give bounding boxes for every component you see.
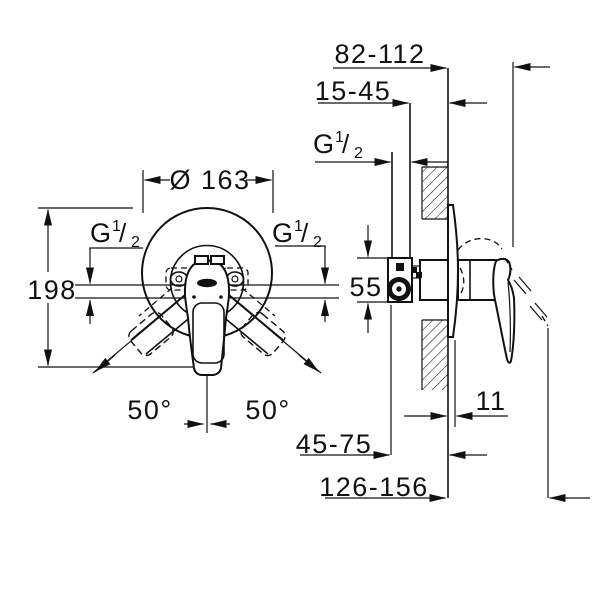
front-view-dimensions: Ø 163 198 G 1 / 2 G 1 / 2 (27, 165, 330, 429)
lever-grip-inner-outline (192, 302, 225, 364)
svg-text:G: G (90, 218, 111, 248)
front-view (75, 207, 339, 433)
svg-text:/: / (301, 218, 309, 248)
overall-depth-label: 126-156 (319, 472, 429, 502)
svg-text:1: 1 (294, 218, 303, 235)
rough-in-depth-label: 15-45 (315, 76, 392, 106)
install-depth-label: 82-112 (334, 39, 425, 69)
body-height-label: 55 (349, 272, 382, 302)
wall-section-lower (421, 319, 448, 390)
valve-body-port (396, 263, 404, 271)
svg-text:G: G (272, 218, 293, 248)
svg-text:/: / (119, 218, 127, 248)
diameter-label: Ø 163 (169, 165, 250, 195)
svg-text:/: / (342, 129, 350, 159)
escutcheon-depth-label: 11 (475, 386, 506, 416)
lever-mouth (197, 278, 217, 288)
lever-dot-left (192, 295, 196, 299)
svg-text:2: 2 (354, 145, 363, 162)
lever-dot-right (219, 295, 223, 299)
svg-text:1: 1 (112, 218, 121, 235)
side-view (387, 68, 549, 498)
thread-label-front-left: G 1 / 2 (85, 218, 143, 324)
angle-right-label: 50° (245, 395, 290, 425)
svg-text:2: 2 (313, 234, 322, 251)
thread-label-front-right: G 1 / 2 (272, 218, 330, 322)
lever-handle-front (183, 259, 231, 376)
side-view-dimensions: 82-112 15-45 G 1 / 2 55 11 45-75 126-156 (296, 39, 590, 503)
svg-text:2: 2 (131, 234, 140, 251)
lever-raised-dashed (457, 237, 549, 327)
stop-screw-center (396, 286, 402, 292)
height-label: 198 (27, 275, 77, 305)
wall-section-upper (421, 166, 448, 220)
seal-lower (416, 272, 422, 278)
seal-upper (412, 267, 417, 273)
lever-depth-label: 45-75 (296, 429, 373, 459)
svg-text:1: 1 (335, 129, 344, 146)
lever-handle-side (492, 257, 516, 364)
sleeve-slot-right (210, 255, 225, 265)
lever-grip-line (507, 281, 511, 353)
sleeve-slot-left (194, 255, 209, 265)
svg-text:G: G (313, 129, 334, 159)
thread-label-side: G 1 / 2 (313, 129, 363, 162)
angle-left-label: 50° (127, 395, 172, 425)
escutcheon-side (447, 204, 460, 338)
